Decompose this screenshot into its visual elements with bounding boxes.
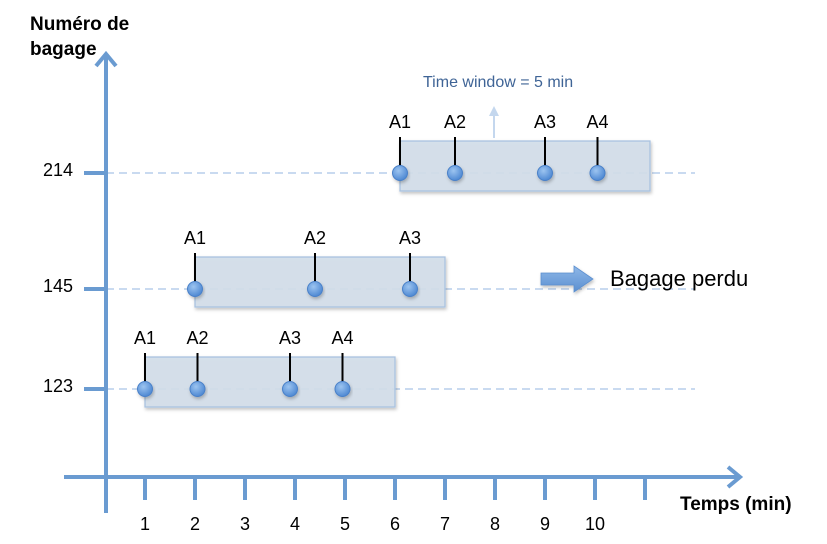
y-tick-label-145: 145	[43, 276, 73, 296]
event-point	[307, 281, 323, 297]
event-label: A2	[304, 228, 326, 248]
event-marker-123-a4: A4	[331, 328, 354, 397]
x-tick-label-2: 2	[190, 514, 200, 534]
y-axis-arrowhead	[94, 50, 118, 68]
event-point	[137, 381, 153, 397]
event-label: A2	[444, 112, 466, 132]
event-point	[187, 281, 203, 297]
event-label: A1	[389, 112, 411, 132]
x-tick-label-4: 4	[290, 514, 300, 534]
x-tick-label-1: 1	[140, 514, 150, 534]
event-label: A2	[186, 328, 208, 348]
event-point	[537, 165, 553, 181]
lost-baggage-arrow-icon	[540, 265, 594, 293]
lost-baggage-label: Bagage perdu	[610, 266, 748, 291]
event-marker-214-a1: A1	[389, 112, 411, 181]
event-marker-214-a4: A4	[586, 112, 609, 181]
event-point	[447, 165, 463, 181]
event-marker-145-a3: A3	[399, 228, 421, 297]
x-axis-title: Temps (min)	[680, 494, 792, 515]
x-tick-label-5: 5	[340, 514, 350, 534]
event-marker-123-a1: A1	[134, 328, 156, 397]
event-point	[334, 381, 351, 397]
event-point	[392, 165, 408, 181]
x-tick-label-6: 6	[390, 514, 400, 534]
x-tick-label-9: 9	[540, 514, 550, 534]
event-label: A1	[184, 228, 206, 248]
event-label: A3	[279, 328, 301, 348]
event-marker-145-a1: A1	[184, 228, 206, 297]
time-window-annotation: Time window = 5 min	[423, 74, 573, 91]
x-tick-label-8: 8	[490, 514, 500, 534]
event-label: A1	[134, 328, 156, 348]
event-label: A4	[586, 112, 608, 132]
time-window-pointer-arrowhead	[489, 106, 499, 116]
y-tick-label-214: 214	[43, 160, 73, 180]
event-point	[189, 381, 206, 397]
event-marker-145-a2: A2	[304, 228, 326, 297]
x-tick-label-10: 10	[585, 514, 605, 534]
event-label: A3	[534, 112, 556, 132]
event-label: A3	[399, 228, 421, 248]
event-marker-214-a3: A3	[534, 112, 556, 181]
y-axis-title-line2: bagage	[30, 39, 97, 60]
event-point	[402, 281, 418, 297]
event-marker-214-a2: A2	[444, 112, 466, 181]
y-tick-label-123: 123	[43, 376, 73, 396]
time-window-box-123	[144, 356, 396, 408]
event-marker-123-a3: A3	[279, 328, 301, 397]
x-axis-arrowhead	[726, 465, 744, 489]
event-point	[589, 165, 606, 181]
event-label: A4	[331, 328, 353, 348]
time-window-box-214	[399, 140, 651, 192]
y-axis-title-line1: Numéro de	[30, 14, 129, 35]
x-tick-label-3: 3	[240, 514, 250, 534]
x-tick-label-7: 7	[440, 514, 450, 534]
event-point	[282, 381, 298, 397]
time-window-box-145	[194, 256, 446, 308]
event-marker-123-a2: A2	[186, 328, 209, 397]
